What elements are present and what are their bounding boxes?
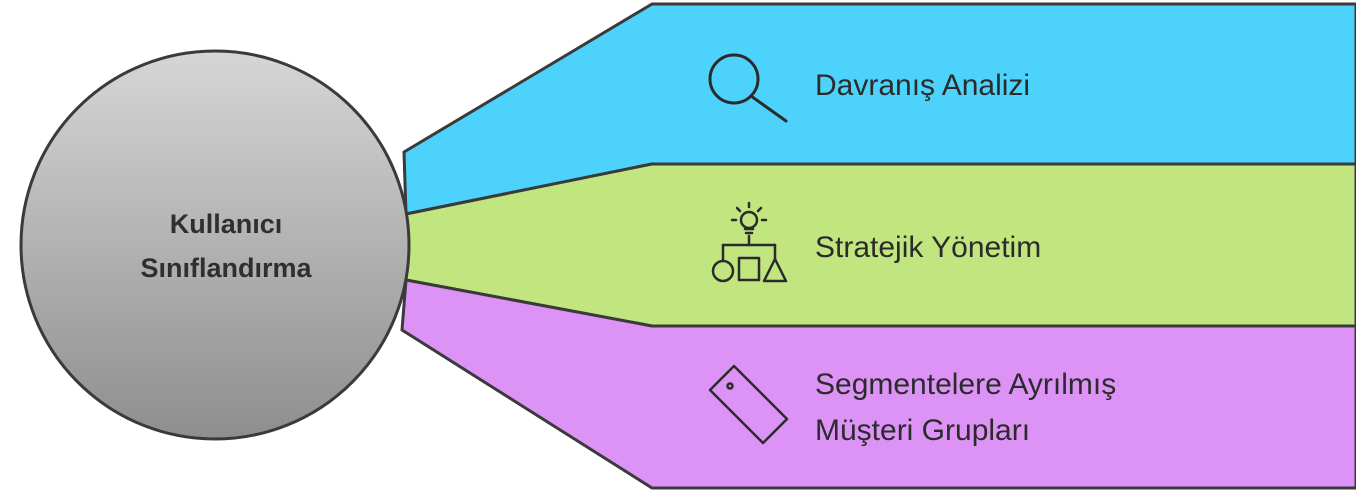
branch-band-segmented-customer-groups: [400, 278, 1356, 490]
strategy-lightbulb-shapes-icon: [711, 201, 788, 283]
center-hub-label-line1: Kullanıcı: [170, 209, 283, 239]
branch-label-segmented-line2: Müşteri Grupları: [815, 414, 1030, 447]
branch-label-behavior-analysis: Davranış Analizi: [815, 69, 1030, 102]
branch-label-segmented-line1: Segmentelere Ayrılmış: [815, 368, 1116, 401]
center-hub-circle: [19, 49, 411, 441]
branch-label-strategic-management: Stratejik Yönetim: [815, 231, 1041, 264]
center-hub-label-line2: Sınıflandırma: [140, 253, 312, 283]
magnifier-icon: [708, 53, 788, 123]
price-tag-icon: [708, 364, 789, 445]
